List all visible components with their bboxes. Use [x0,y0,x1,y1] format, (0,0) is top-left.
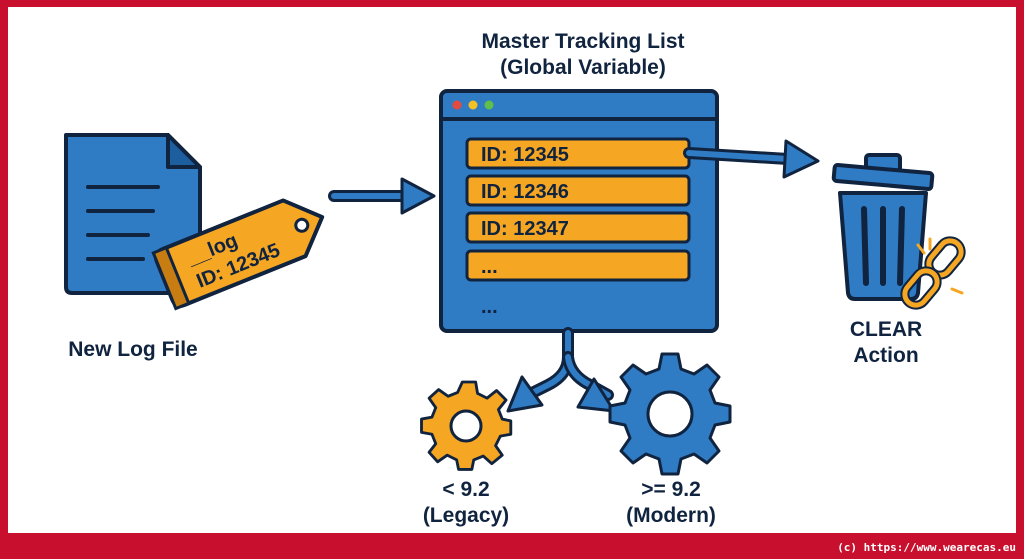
modern-version-line1: >= 9.2 [641,478,701,501]
modern-gear-icon [608,352,732,476]
list-row-2: ID: 12346 [465,174,691,207]
arrow-to-clear [683,139,820,179]
clear-action-label: CLEAR Action [808,317,964,369]
list-row-text-2: ID: 12346 [481,181,569,203]
master-list-window: ID: 12345 ID: 12346 ID: 12347 ... ... [439,89,719,333]
list-row-text-4: ... [481,256,498,278]
master-list-title-line2: (Global Variable) [500,56,666,79]
diagram-canvas: __log ID: 12345 ID: 12345 ID: 12346 [8,7,1016,533]
log-file-label: New Log File [68,338,198,361]
list-row-3: ID: 12347 [465,211,691,244]
list-more-text: ... [481,296,498,318]
modern-version-line2: (Modern) [626,504,716,527]
list-row-text-3: ID: 12347 [481,218,569,240]
master-list-title-line1: Master Tracking List [481,30,685,53]
modern-version-label: >= 9.2 (Modern) [598,477,744,529]
broken-chain-icon [900,236,966,310]
list-row-text-1: ID: 12345 [481,144,569,166]
legacy-version-line1: < 9.2 [442,478,490,501]
legacy-gear-icon [420,380,513,471]
clear-action-line1: CLEAR [849,318,923,341]
clear-action-line2: Action [853,344,919,367]
master-list-title: Master Tracking List (Global Variable) [453,29,713,81]
legacy-version-label: < 9.2 (Legacy) [396,477,536,529]
window-close-dot[interactable] [452,100,462,110]
window-maximize-dot[interactable] [484,100,494,110]
list-row-4: ... [465,249,691,282]
fork-arrows [506,327,616,413]
log-tag: __log ID: 12345 [151,198,325,311]
list-row-1: ID: 12345 [465,137,691,170]
arrow-to-list [328,177,436,215]
legacy-version-line2: (Legacy) [422,504,510,527]
diagram-svg: __log ID: 12345 ID: 12345 ID: 12346 [64,89,966,476]
window-minimize-dot[interactable] [468,100,478,110]
copyright-footer: (c) https://www.wearecas.eu [837,541,1016,554]
